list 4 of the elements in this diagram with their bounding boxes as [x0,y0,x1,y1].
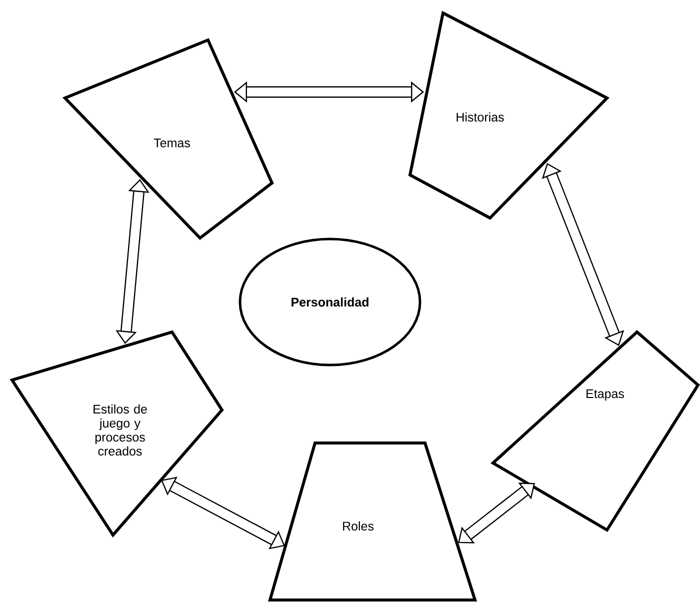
double-arrow [458,482,535,544]
double-arrow [161,476,285,550]
double-arrow [234,81,424,103]
double-arrow [542,163,624,346]
